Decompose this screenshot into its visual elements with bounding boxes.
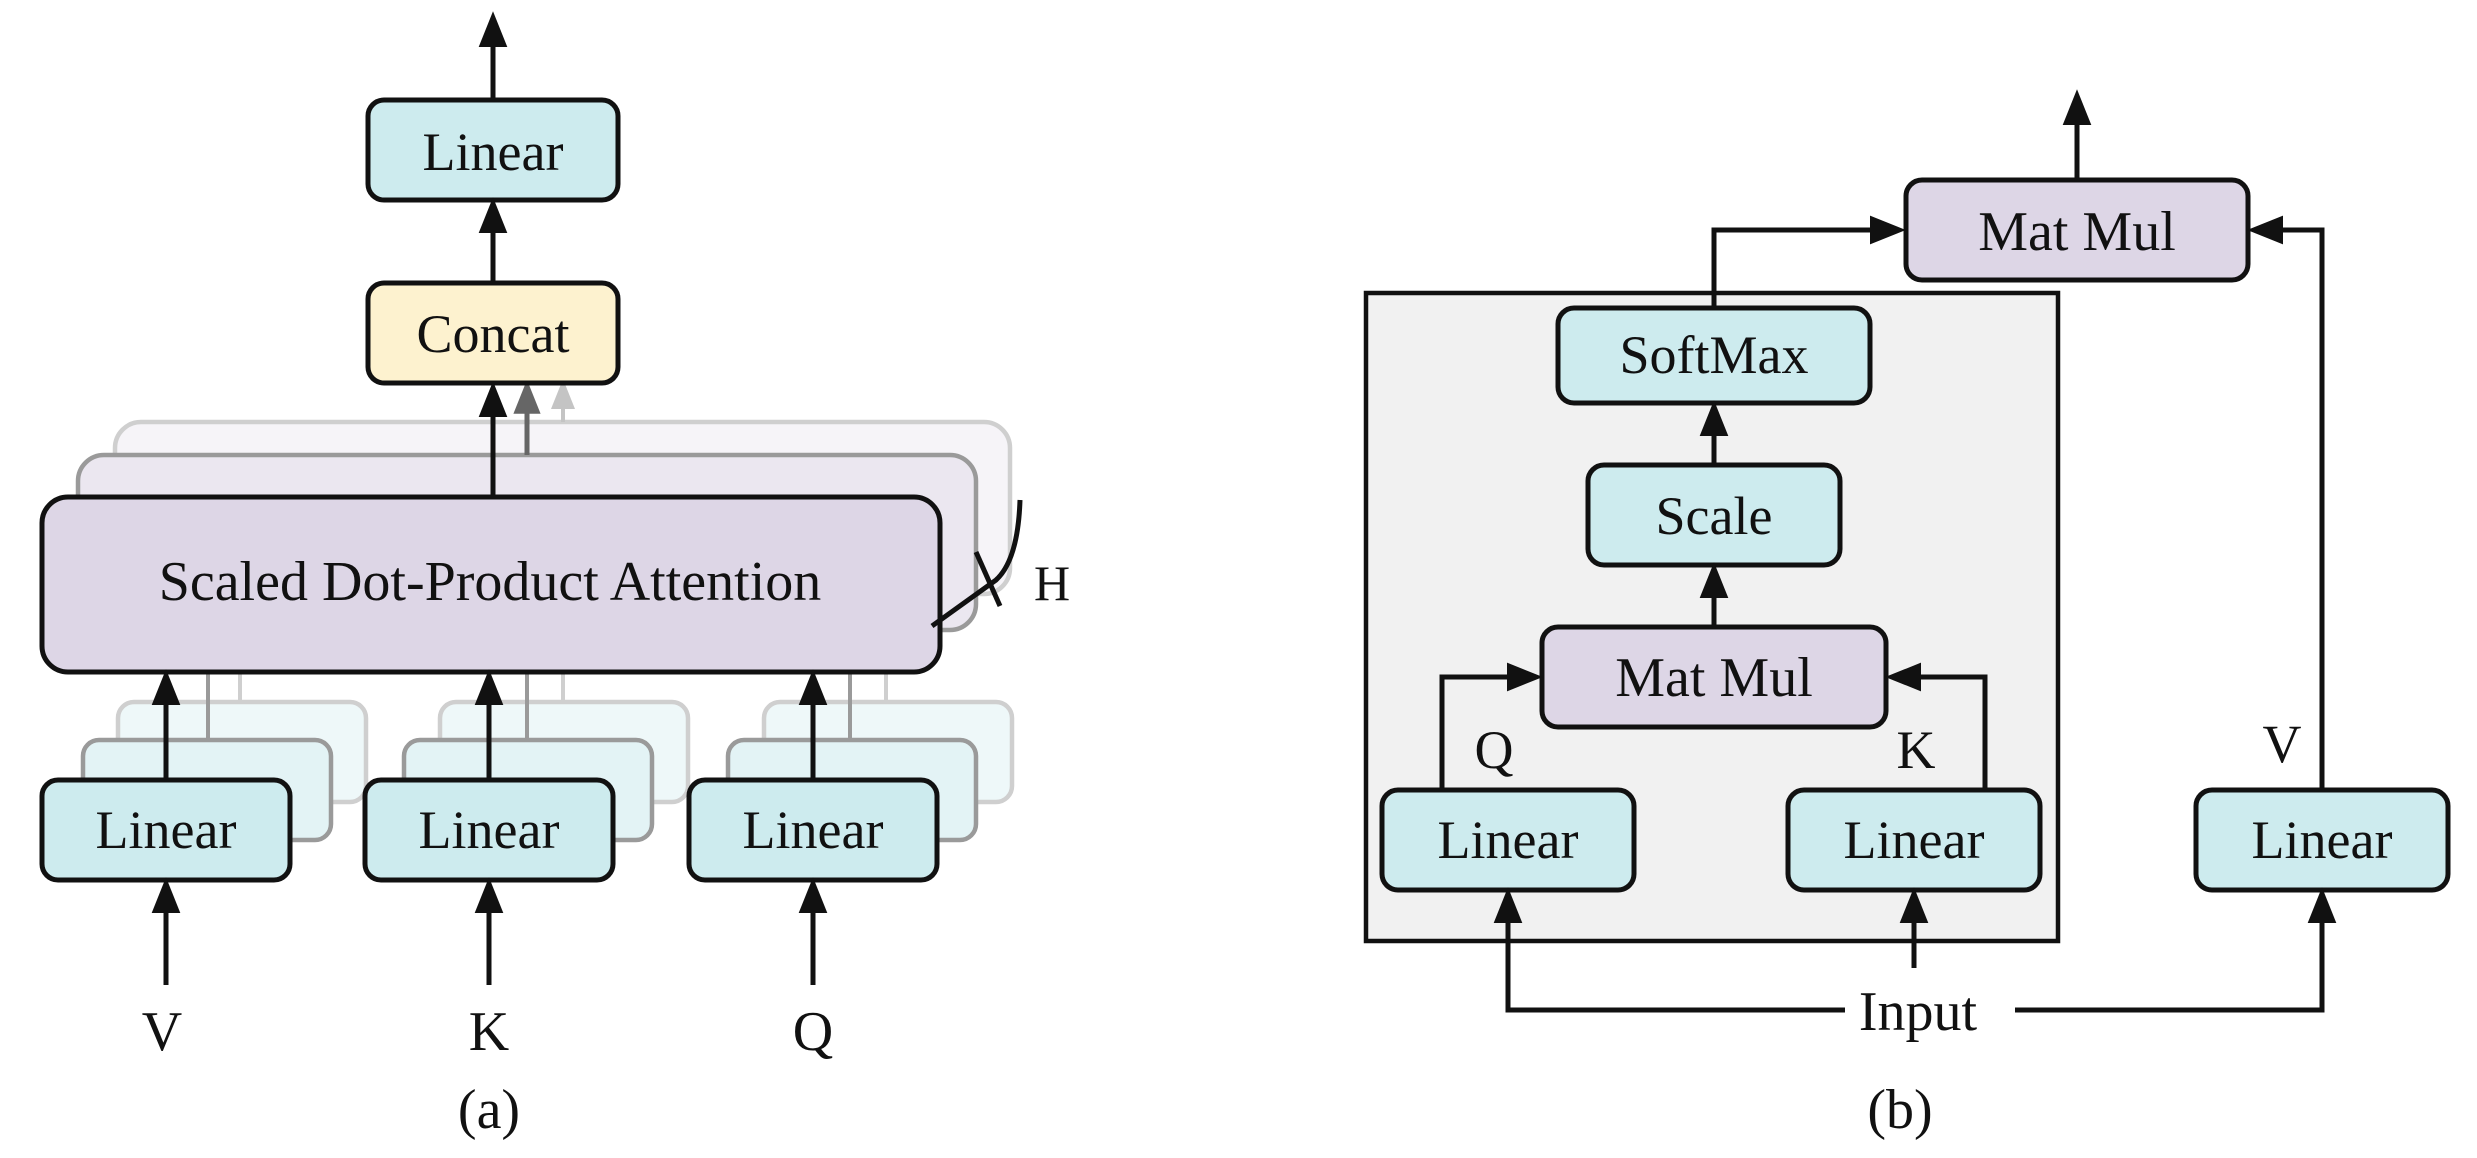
arrow-v-to-matmul	[2247, 215, 2325, 790]
arrow-q-to-matmul	[1439, 662, 1543, 790]
linear-q-b-label: Linear	[1438, 810, 1579, 870]
matmul-inner-label: Mat Mul	[1615, 647, 1813, 709]
arrow-input-to-q	[1493, 887, 1845, 1013]
caption-a: (a)	[458, 1079, 520, 1141]
panel-b: Mat Mul SoftMax Scale Mat Mul Linear Q L…	[1363, 89, 2451, 1141]
panel-a: Scaled Dot-Product Attention H Concat Li…	[39, 11, 1070, 1141]
arrow-k-to-matmul	[1885, 662, 1988, 790]
scale-label: Scale	[1656, 486, 1773, 546]
input-q-label: Q	[793, 1001, 833, 1063]
input-k-label: K	[469, 1001, 509, 1063]
heads-bracket	[930, 499, 1023, 629]
k-label: K	[1897, 720, 1936, 780]
input-v-label: V	[142, 1001, 182, 1063]
v-label: V	[2263, 714, 2302, 774]
caption-b: (b)	[1867, 1079, 1932, 1141]
linear-v-b-label: Linear	[2252, 810, 2393, 870]
arrow-input-to-v	[2015, 887, 2337, 1013]
linear-k-b-label: Linear	[1844, 810, 1985, 870]
linear-v-label: Linear	[96, 800, 237, 860]
output-linear-label: Linear	[423, 122, 564, 182]
arrow-softmax-to-matmul	[1711, 215, 1906, 308]
input-label: Input	[1859, 981, 1978, 1043]
concat-label: Concat	[417, 304, 570, 364]
softmax-label: SoftMax	[1620, 325, 1809, 385]
q-label: Q	[1475, 720, 1514, 780]
linear-k-label: Linear	[419, 800, 560, 860]
matmul-top-label: Mat Mul	[1978, 201, 2176, 263]
linear-q-label: Linear	[743, 800, 884, 860]
heads-label: H	[1034, 555, 1070, 611]
attention-label: Scaled Dot-Product Attention	[159, 551, 822, 613]
